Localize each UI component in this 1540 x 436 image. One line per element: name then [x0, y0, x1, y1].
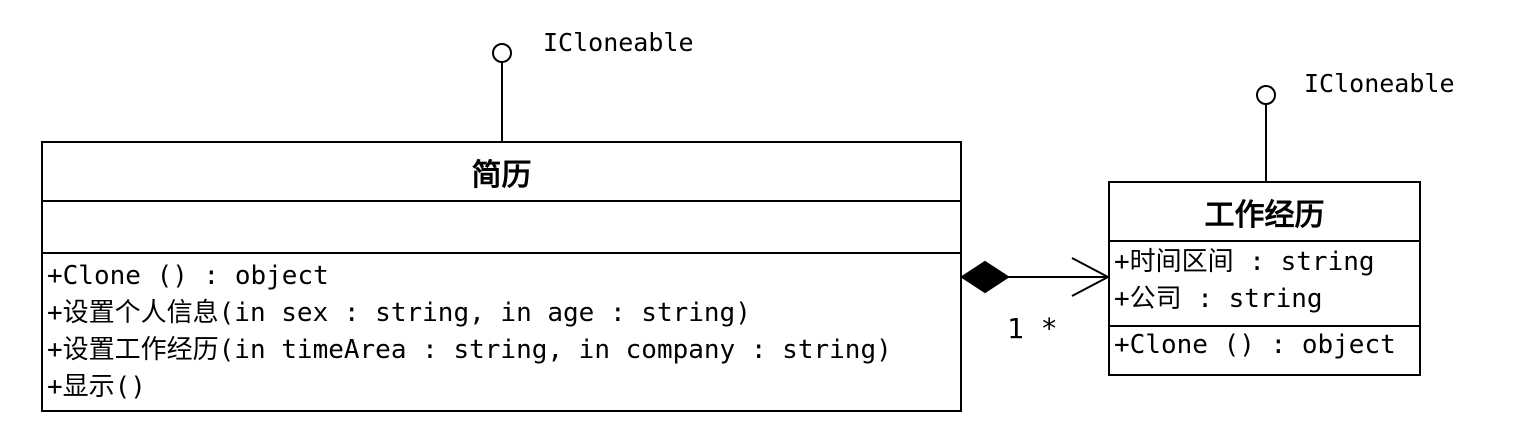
- operations-work-experience: +Clone () : object: [1110, 327, 1419, 364]
- composition-diamond-icon: [960, 260, 1010, 294]
- class-name-resume: 简历: [43, 143, 960, 202]
- interface-label-resume: ICloneable: [543, 28, 694, 57]
- interface-lollipop-resume-icon: [492, 43, 512, 63]
- interface-lollipop-work-experience-icon: [1256, 85, 1276, 105]
- attributes-work-experience: +时间区间 : string +公司 : string: [1110, 242, 1419, 327]
- attribute-company: +公司 : string: [1114, 284, 1323, 314]
- multiplicity-label: 1 *: [1007, 312, 1058, 345]
- class-name-work-experience: 工作经历: [1110, 183, 1419, 242]
- operation-clone: +Clone () : object: [47, 261, 329, 291]
- operation-set-work-experience: +设置工作经历(in timeArea : string, in company…: [47, 335, 892, 365]
- interface-label-work-experience: ICloneable: [1304, 69, 1455, 98]
- class-resume[interactable]: 简历 +Clone () : object +设置个人信息(in sex : s…: [41, 141, 962, 412]
- class-work-experience[interactable]: 工作经历 +时间区间 : string +公司 : string +Clone …: [1108, 181, 1421, 376]
- operation-display: +显示(): [47, 372, 146, 402]
- operation-clone-work-experience: +Clone () : object: [1114, 330, 1396, 360]
- attributes-resume: [43, 202, 960, 254]
- operations-resume: +Clone () : object +设置个人信息(in sex : stri…: [43, 254, 960, 406]
- attribute-time-area: +时间区间 : string: [1114, 247, 1375, 277]
- operation-set-personal-info: +设置个人信息(in sex : string, in age : string…: [47, 298, 751, 328]
